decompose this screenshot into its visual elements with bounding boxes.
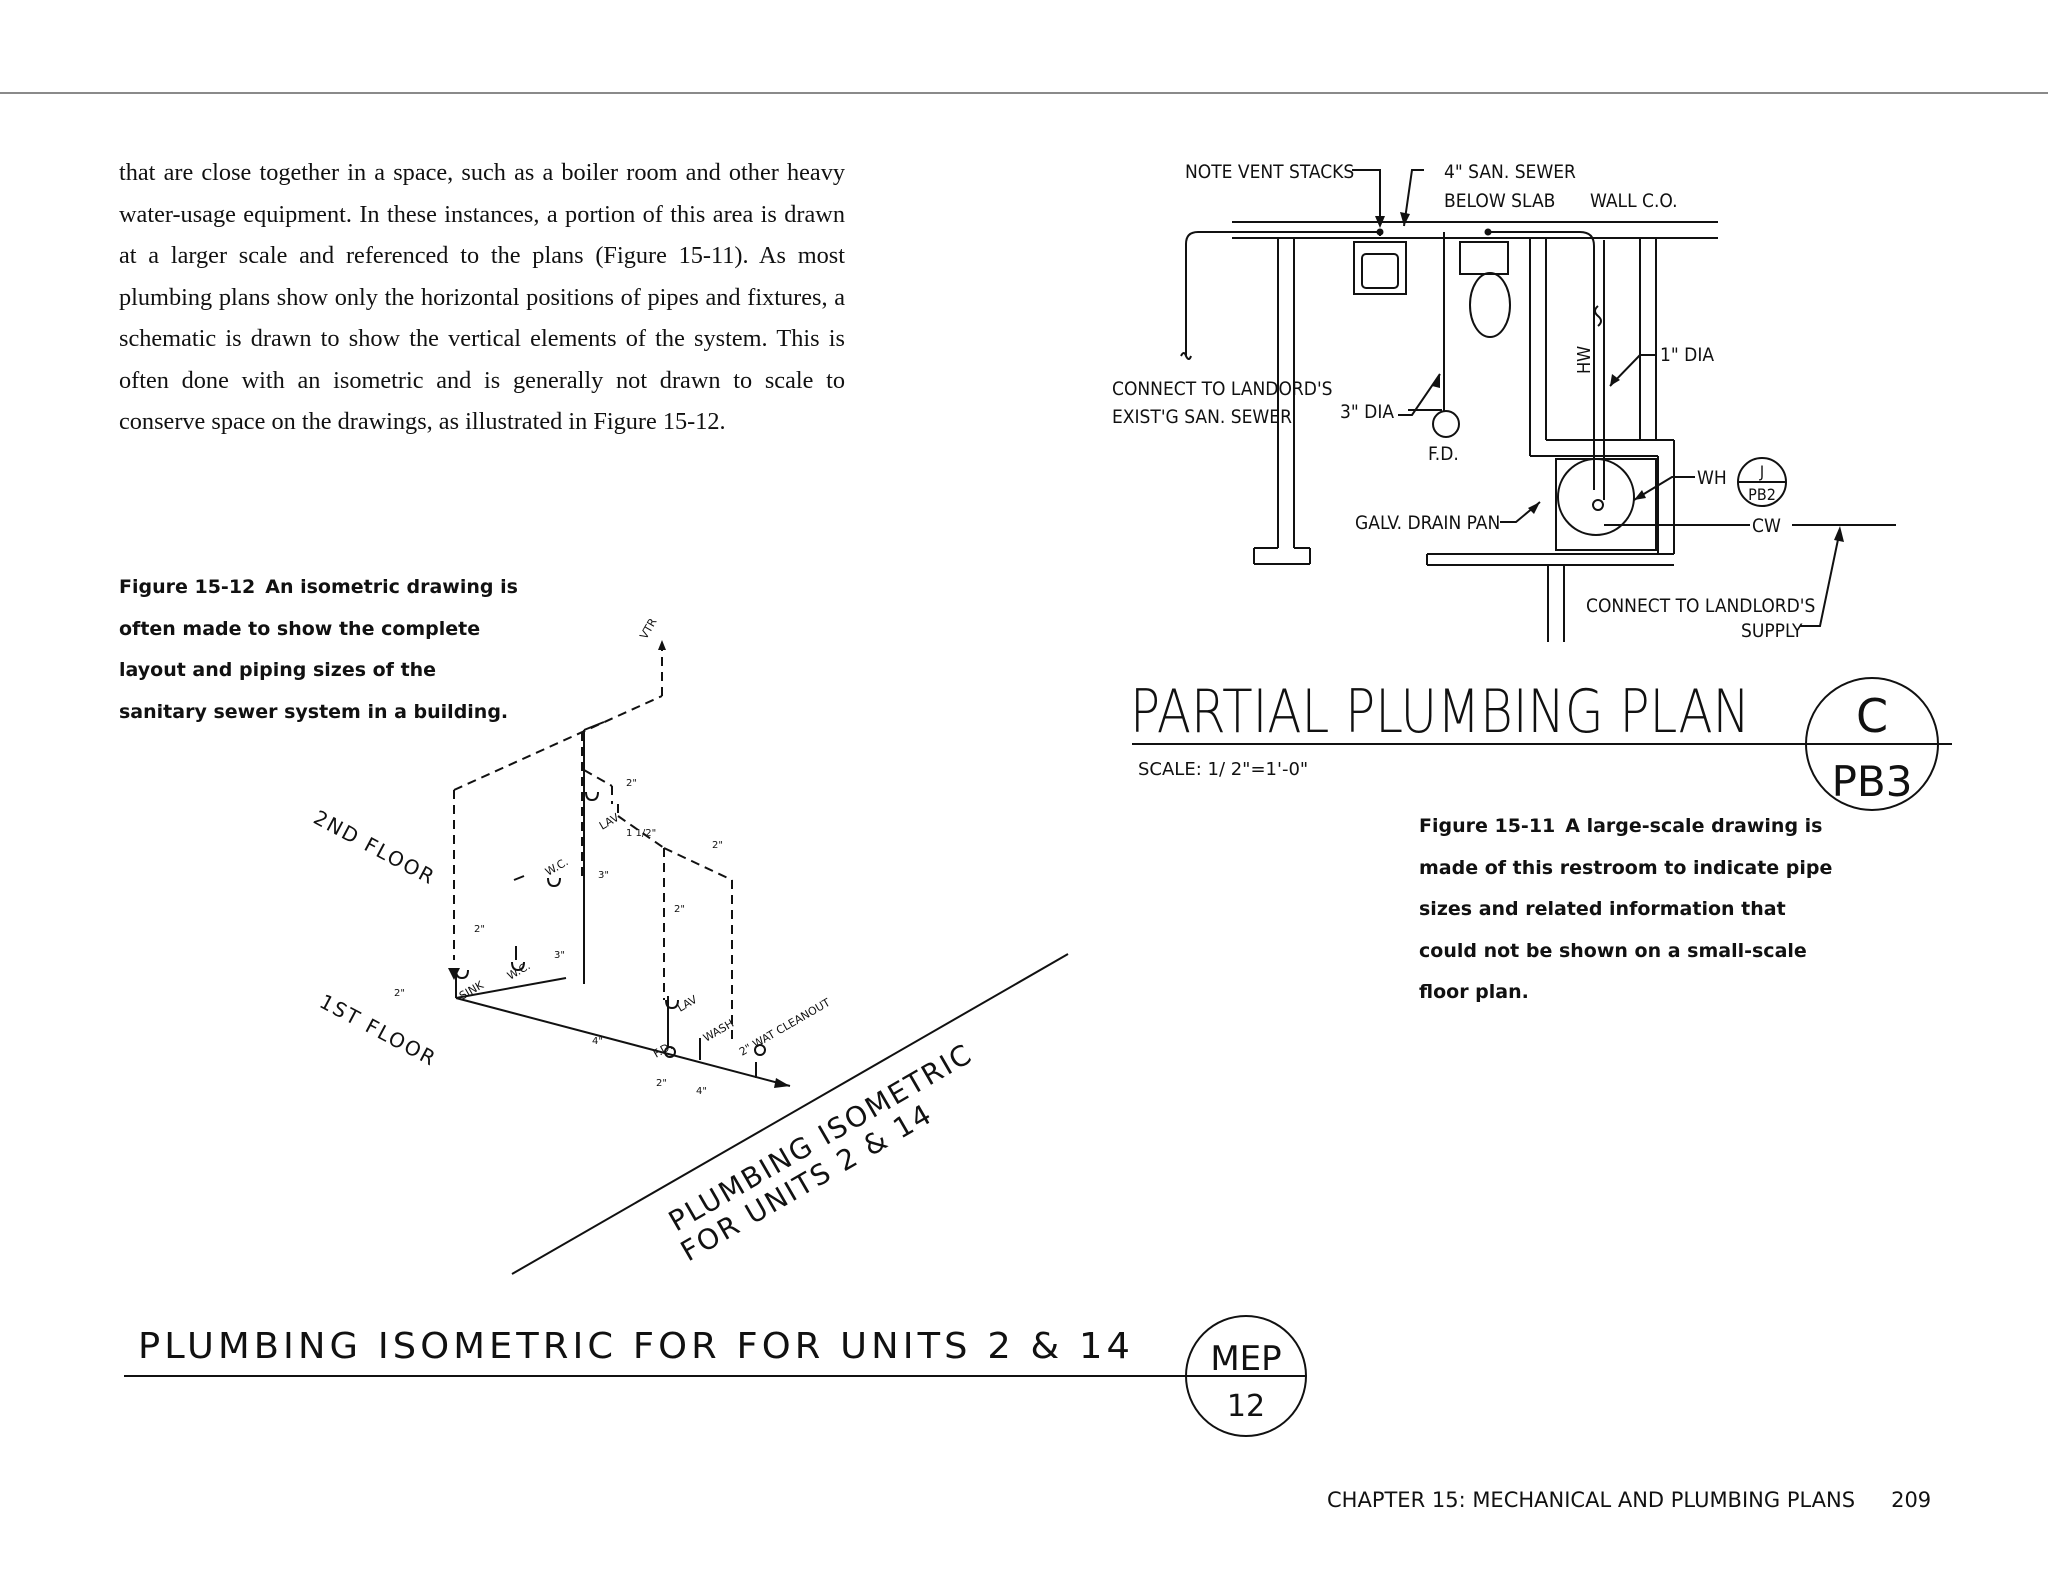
hot-water-label: HW xyxy=(1574,346,1595,374)
detail-j-label: J xyxy=(1759,462,1764,481)
drain-pan-label: GALV. DRAIN PAN xyxy=(1355,512,1500,534)
isometric-title: PLUMBING ISOMETRIC FOR FOR UNITS 2 & 14 xyxy=(138,1326,1134,1367)
size-label: 2" xyxy=(474,924,485,935)
cold-water-label: CW xyxy=(1752,515,1781,537)
plan-bubble-bottom: PB3 xyxy=(1832,757,1913,806)
vtr-label: VTR xyxy=(637,616,659,642)
figure-caption-text: An isometric drawing is often made to sh… xyxy=(119,576,518,723)
size-label: 2" xyxy=(674,904,685,915)
page-footer: CHAPTER 15: MECHANICAL AND PLUMBING PLAN… xyxy=(1327,1488,1931,1512)
figure-caption-text: A large-scale drawing is made of this re… xyxy=(1419,815,1833,1004)
supply-label: SUPPLY xyxy=(1741,620,1803,642)
detail-pb2-label: PB2 xyxy=(1748,485,1776,504)
page-number: 209 xyxy=(1891,1488,1932,1512)
note-vent-label: NOTE VENT STACKS xyxy=(1185,161,1354,183)
header-rule xyxy=(0,92,2048,94)
sink-label: SINK xyxy=(457,978,486,1002)
size-label: 2" xyxy=(626,778,637,789)
size-label: 2" xyxy=(394,988,405,999)
water-heater-label: WH xyxy=(1697,467,1727,489)
size-label: 3" xyxy=(598,870,609,881)
one-inch-dia-label: 1" DIA xyxy=(1660,344,1714,366)
chapter-title: CHAPTER 15: MECHANICAL AND PLUMBING PLAN… xyxy=(1327,1488,1856,1512)
diagonal-title-line1: PLUMBING ISOMETRIC xyxy=(663,1037,978,1238)
figure-label: Figure 15-11 xyxy=(1419,815,1556,837)
size-label: 4" xyxy=(696,1086,707,1097)
floor-drain-label: F.D. xyxy=(1428,443,1459,465)
plan-title: PARTIAL PLUMBING PLAN xyxy=(1130,677,1750,747)
size-label: 2" xyxy=(712,840,723,851)
cleanout-label: 2" WAT CLEANOUT xyxy=(737,996,833,1059)
iso-bubble-bottom: 12 xyxy=(1227,1389,1265,1424)
connect-supply-label: CONNECT TO LANDLORD'S xyxy=(1586,595,1815,617)
size-label: 4" xyxy=(592,1036,603,1047)
wc-upper-label: W.C. xyxy=(543,855,571,878)
existing-sewer-label: EXIST'G SAN. SEWER xyxy=(1112,406,1292,428)
below-slab-label: BELOW SLAB xyxy=(1444,190,1555,212)
connect-sewer-label: CONNECT TO LANDORD'S xyxy=(1112,378,1333,400)
size-label: 3" xyxy=(554,950,565,961)
wash-label: WASH xyxy=(701,1017,736,1045)
figure-label: Figure 15-12 xyxy=(119,576,256,598)
san-sewer-label: 4" SAN. SEWER xyxy=(1444,161,1576,183)
lav-upper-label: LAV xyxy=(597,811,622,833)
three-inch-dia-label: 3" DIA xyxy=(1340,401,1394,423)
first-floor-label: 1ST FLOOR xyxy=(316,989,441,1071)
plan-scale: SCALE: 1/ 2"=1'-0" xyxy=(1138,759,1308,780)
body-paragraph: that are close together in a space, such… xyxy=(119,159,845,435)
wc-lower-label: W.C. xyxy=(505,959,533,982)
wall-co-label: WALL C.O. xyxy=(1590,190,1678,212)
size-label: 1 1/2" xyxy=(626,828,656,839)
iso-bubble-top: MEP xyxy=(1210,1339,1281,1379)
size-label: 2" xyxy=(656,1078,667,1089)
plan-bubble-top: C xyxy=(1856,689,1888,743)
second-floor-label: 2ND FLOOR xyxy=(310,805,440,889)
lav-lower-label: LAV xyxy=(675,993,700,1015)
